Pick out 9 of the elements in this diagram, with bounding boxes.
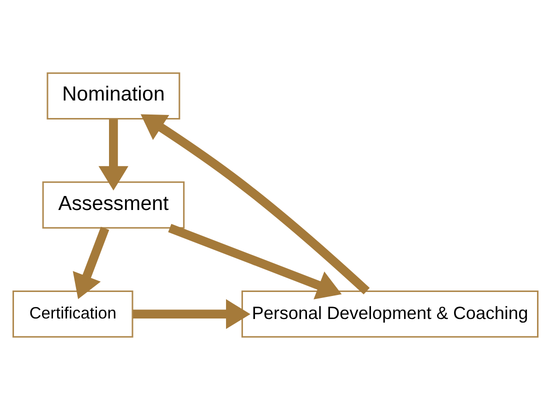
arrow xyxy=(168,223,342,299)
node-box: Nomination xyxy=(46,72,180,119)
arrow xyxy=(98,118,128,190)
arrow xyxy=(72,226,110,299)
node-box: Assessment xyxy=(42,180,185,228)
arrow xyxy=(132,298,250,328)
arrow xyxy=(140,114,370,294)
node-box: Personal Development & Coaching xyxy=(241,290,539,338)
node-box: Certification xyxy=(12,290,134,338)
